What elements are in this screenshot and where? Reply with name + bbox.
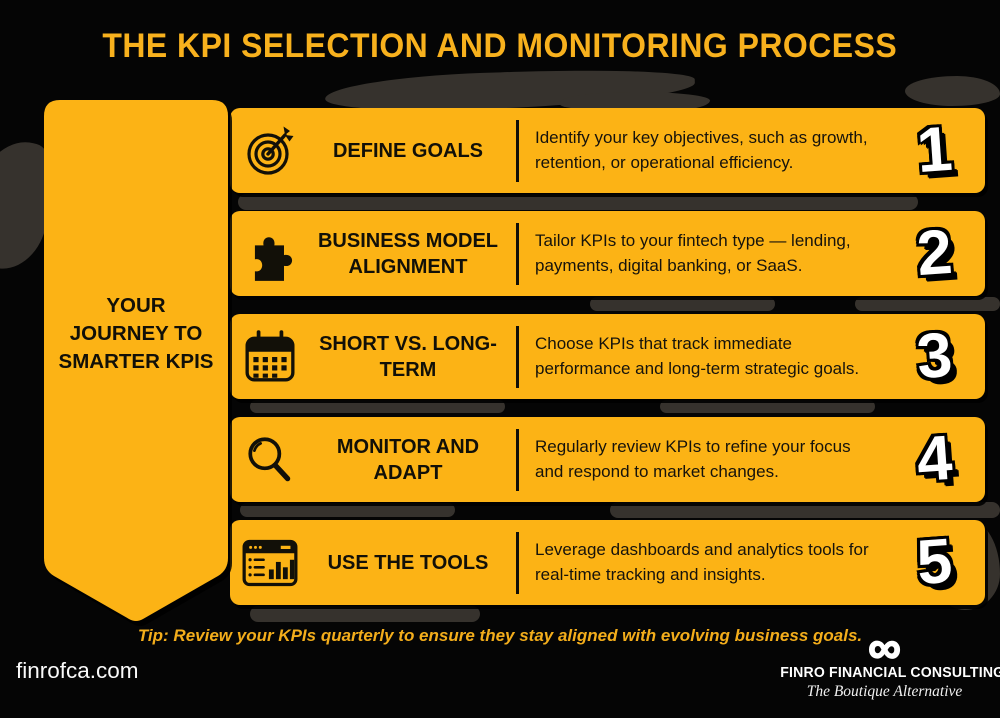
step-1-icon-cell <box>230 124 310 178</box>
step-2-icon-cell <box>230 226 310 282</box>
step-4-number-cell: 4 <box>885 417 985 502</box>
step-4-description: Regularly review KPIs to refine your foc… <box>535 436 851 481</box>
step-5-description: Leverage dashboards and analytics tools … <box>535 539 869 584</box>
step-5-number: 5 <box>915 525 955 599</box>
step-4-icon-cell <box>230 433 310 487</box>
journey-ribbon <box>44 100 228 621</box>
journey-ribbon-label-wrap: YOUR JOURNEY TO SMARTER KPIS <box>42 98 230 598</box>
step-5-number-cell: 5 <box>885 520 985 605</box>
step-row-3: SHORT VS. LONG-TERM Choose KPIs that tra… <box>230 314 985 399</box>
step-2-description: Tailor KPIs to your fintech type — lendi… <box>535 230 851 275</box>
texture-splotch <box>240 503 455 517</box>
texture-splotch <box>250 606 480 622</box>
divider <box>516 119 519 182</box>
step-3-number-cell: 3 <box>885 314 985 399</box>
company-tagline: The Boutique Alternative <box>806 683 963 700</box>
step-2-title: BUSINESS MODEL ALIGNMENT <box>317 229 499 278</box>
step-1-title: DEFINE GOALS <box>332 139 483 162</box>
target-icon <box>247 126 294 175</box>
magnifier-icon <box>248 436 291 481</box>
step-5-title: USE THE TOOLS <box>327 551 489 574</box>
calendar-icon <box>245 329 295 382</box>
divider <box>516 531 519 594</box>
texture-splotch <box>660 400 875 413</box>
divider <box>516 325 519 388</box>
divider <box>516 428 519 491</box>
step-3-number: 3 <box>915 319 955 393</box>
step-3-title: SHORT VS. LONG-TERM <box>319 332 497 381</box>
step-3-icon-cell <box>230 329 310 384</box>
texture-splotch <box>590 297 775 311</box>
page-title-text: THE KPI SELECTION AND MONITORING PROCESS <box>102 27 898 65</box>
step-4-title: MONITOR AND ADAPT <box>336 435 480 484</box>
company-name: FINRO FINANCIAL CONSULTING <box>780 665 1000 681</box>
dashboard-icon <box>242 539 298 586</box>
texture-splotch <box>560 92 710 112</box>
website-link[interactable]: finrofca.com <box>16 658 139 683</box>
step-3-description: Choose KPIs that track immediate perform… <box>535 333 860 378</box>
texture-splotch <box>238 194 918 210</box>
page-title: THE KPI SELECTION AND MONITORING PROCESS <box>0 27 1000 66</box>
step-4-number: 4 <box>915 422 955 496</box>
step-row-5: USE THE TOOLS Leverage dashboards and an… <box>230 520 985 605</box>
step-row-4: MONITOR AND ADAPT Regularly review KPIs … <box>230 417 985 502</box>
step-2-number: 2 <box>915 216 955 290</box>
infinity-icon: ∞ <box>867 621 901 673</box>
step-1-number: 1 <box>915 113 955 187</box>
step-5-icon-cell <box>230 539 310 587</box>
company-logo: ∞ FINRO FINANCIAL CONSULTING The Boutiqu… <box>777 621 1000 701</box>
tip-text: Tip: Review your KPIs quarterly to ensur… <box>137 626 863 645</box>
journey-ribbon-label: YOUR JOURNEY TO SMARTER KPIS <box>58 294 214 373</box>
divider <box>516 222 519 285</box>
step-2-number-cell: 2 <box>885 211 985 296</box>
texture-splotch <box>855 297 1000 311</box>
step-1-description: Identify your key objectives, such as gr… <box>535 127 868 172</box>
texture-splotch <box>250 400 505 413</box>
puzzle-icon <box>254 236 293 281</box>
step-row-1: DEFINE GOALS Identify your key objective… <box>230 108 985 193</box>
step-row-2: BUSINESS MODEL ALIGNMENT Tailor KPIs to … <box>230 211 985 296</box>
texture-splotch <box>610 502 1000 518</box>
step-1-number-cell: 1 <box>885 108 985 193</box>
texture-splotch <box>905 76 1000 106</box>
